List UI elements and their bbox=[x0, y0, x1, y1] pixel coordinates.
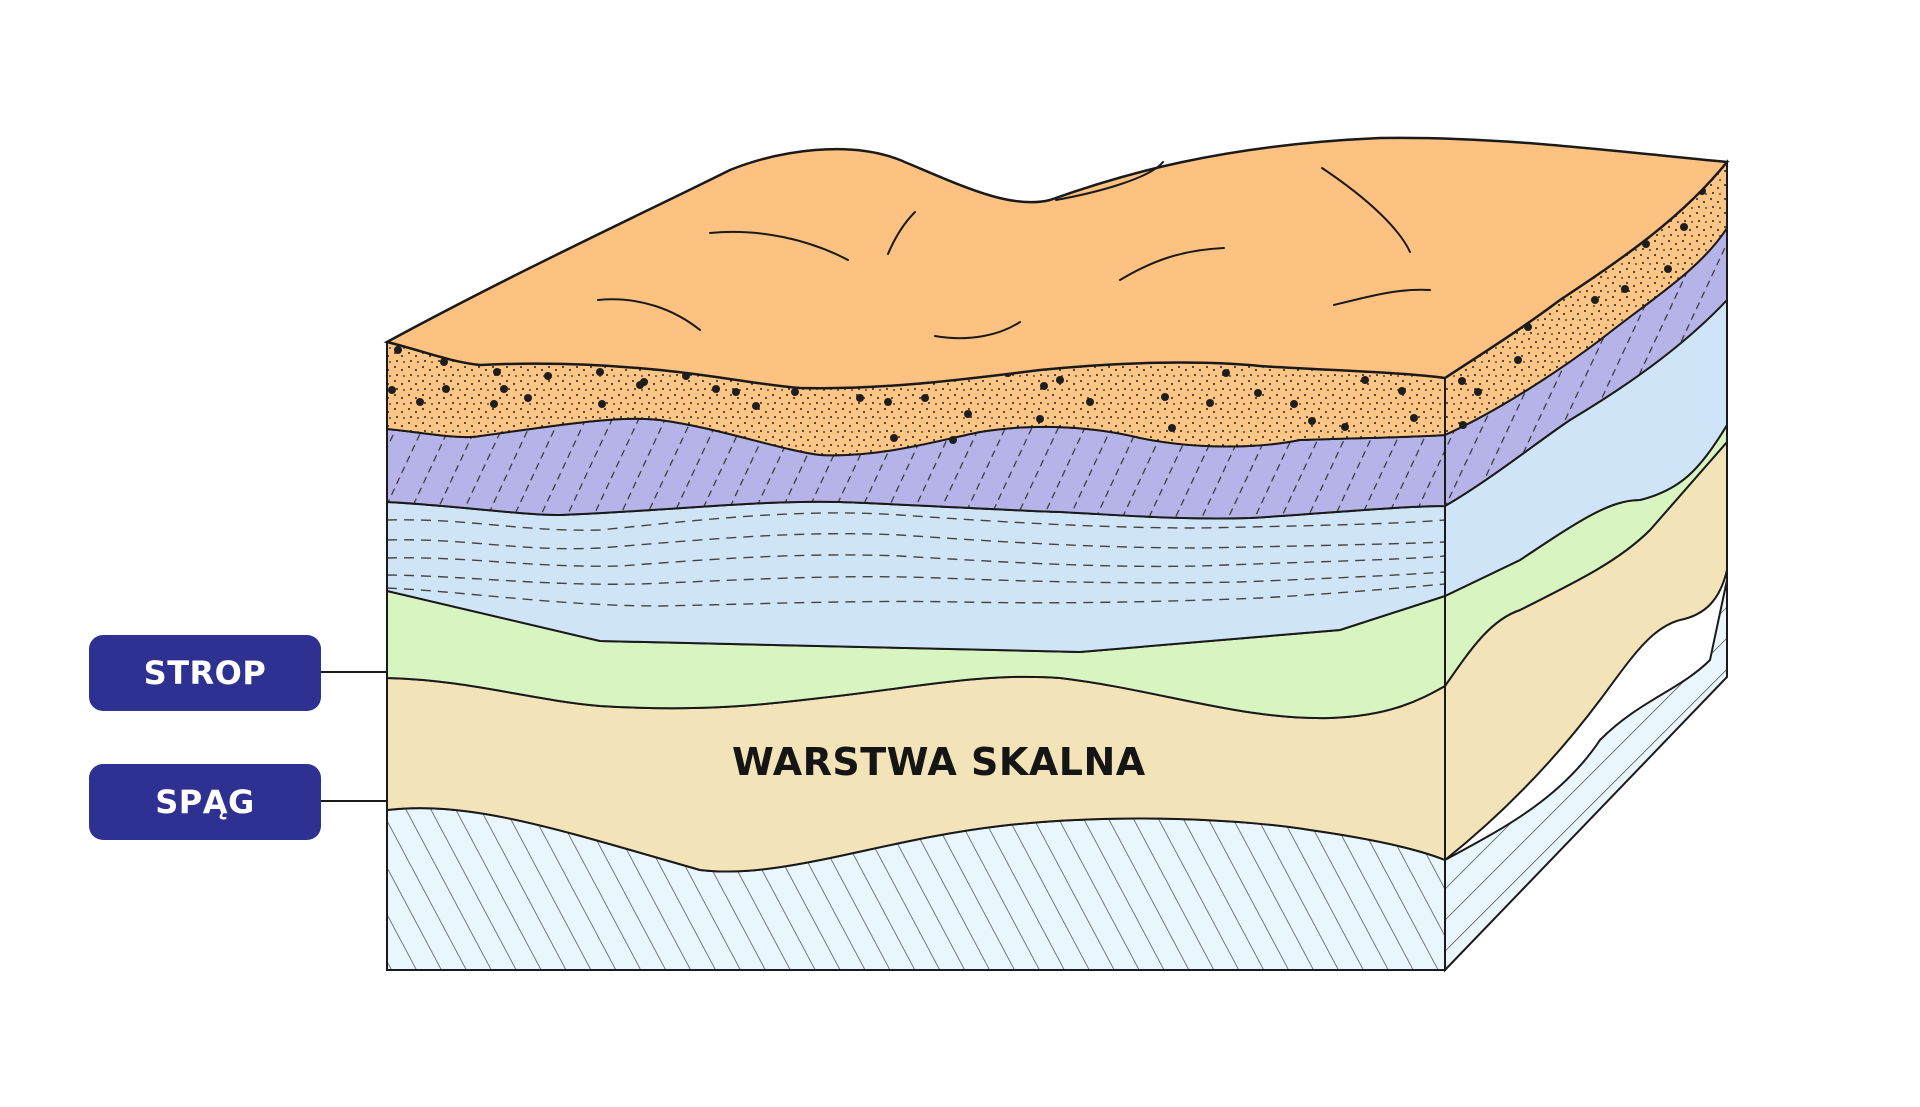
blue-layer-dashes bbox=[386, 512, 1446, 607]
terrain-strokes bbox=[597, 161, 1431, 340]
strop-leader-line bbox=[321, 671, 388, 673]
front-face bbox=[386, 340, 1446, 971]
bedrock-side bbox=[1444, 579, 1728, 973]
block-edges bbox=[386, 162, 1728, 970]
spag-label-text: SPĄG bbox=[155, 783, 255, 821]
side-face bbox=[1444, 159, 1728, 973]
green-layer-front bbox=[386, 589, 1446, 720]
strop-label-text: STROP bbox=[143, 654, 267, 692]
strop-label: STROP bbox=[89, 635, 321, 711]
rock-layer-label: WARSTWA SKALNA bbox=[732, 740, 1146, 784]
spag-label: SPĄG bbox=[89, 764, 321, 840]
spag-leader-line bbox=[321, 800, 388, 802]
top-surface bbox=[383, 136, 1730, 390]
